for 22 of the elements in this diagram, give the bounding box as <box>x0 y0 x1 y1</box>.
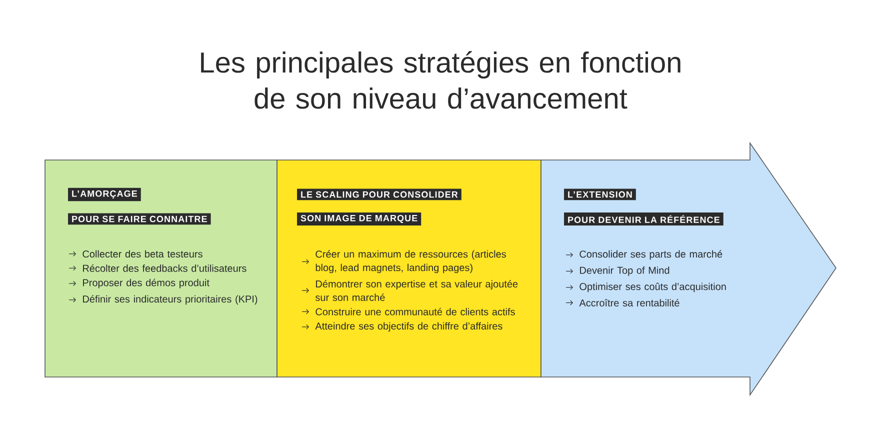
bullet-item: Atteindre ses objectifs de chiffre d’affaires <box>315 322 502 332</box>
bullet-item: Construire une communauté de clients actifs <box>316 308 515 316</box>
bullet-item: Devenir Top of Mind <box>580 266 670 276</box>
bullet-item: Consolider ses parts de marché <box>580 250 722 260</box>
panel <box>276 160 542 378</box>
bullet-item: Récolter des feedbacks d’utilisateurs <box>83 264 246 272</box>
bullet-item: Démontrer son expertise et sa valeur ajoutée sur son marché <box>316 280 518 301</box>
arrow-panel <box>540 142 836 396</box>
heading-tag: L’EXTENSION <box>563 188 637 202</box>
bullet-item: Accroître sa rentabilité <box>579 299 680 306</box>
heading-tag: POUR SE FAIRE CONNAITRE <box>67 212 212 226</box>
heading-tag: L’AMORÇAGE <box>67 186 142 202</box>
bullet-item: Collecter des beta testeurs <box>82 250 202 258</box>
title: Les principales stratégies en fonction de son niveau d’avancement <box>201 51 680 109</box>
heading-tag: POUR DEVENIR LA RÉFÉRENCE <box>563 211 724 227</box>
bullet-item: Proposer des démos produit <box>83 278 210 288</box>
bullet-item: Définir ses indicateurs prioritaires (KPI) <box>83 295 258 305</box>
heading-tag: LE SCALING POUR CONSOLIDER <box>296 188 462 202</box>
heading-tag: SON IMAGE DE MARQUE <box>296 211 422 227</box>
panel <box>44 160 278 378</box>
bullet-item: Créer un maximum de ressources (articles blog, lead magnets, landing pages) <box>316 250 506 274</box>
bullet-item: Optimiser ses coûts d’acquisition <box>580 282 726 292</box>
